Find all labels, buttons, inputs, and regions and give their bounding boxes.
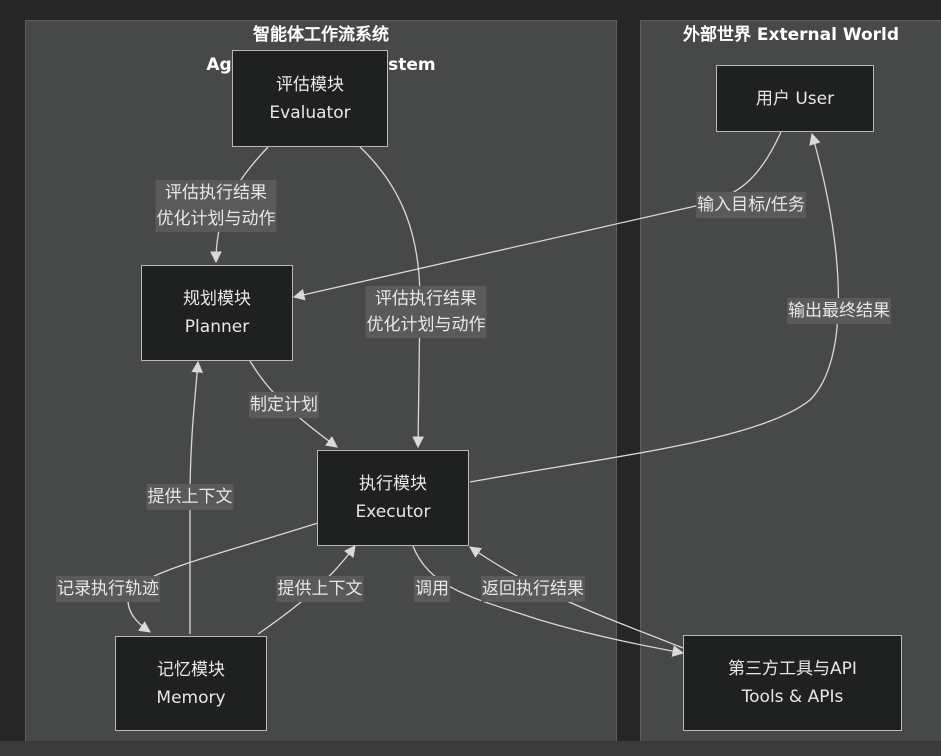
edge-label-evaluator-to-executor-line1: 评估执行结果: [375, 289, 477, 309]
edge-label-tools-to-executor: 返回执行结果: [481, 576, 585, 602]
user-label: 用户 User: [755, 88, 835, 109]
edge-label-user-to-planner: 输入目标/任务: [696, 192, 806, 218]
memory-node[interactable]: 记忆模块 Memory: [115, 636, 267, 731]
edge-label-memory-to-executor: 提供上下文: [276, 576, 364, 602]
edge-label-executor-to-memory: 记录执行轨迹: [56, 576, 160, 602]
agent-system-title-line1: 智能体工作流系统: [253, 25, 389, 45]
evaluator-en-label: Evaluator: [269, 102, 351, 123]
external-world-title: 外部世界 External World: [682, 25, 900, 45]
edge-label-planner-to-executor: 制定计划: [249, 392, 319, 418]
edge-label-executor-to-user: 输出最终结果: [787, 298, 891, 324]
edge-label-evaluator-to-planner: 评估执行结果 优化计划与动作: [155, 180, 277, 232]
edge-label-evaluator-to-planner-line1: 评估执行结果: [165, 183, 267, 203]
edge-tools-to-executor: [469, 546, 684, 649]
evaluator-node[interactable]: 评估模块 Evaluator: [232, 50, 388, 147]
edge-label-evaluator-to-executor: 评估执行结果 优化计划与动作: [365, 286, 487, 338]
tools-zh-label: 第三方工具与API: [728, 659, 857, 679]
planner-node[interactable]: 规划模块 Planner: [141, 265, 293, 361]
tools-en-label: Tools & APIs: [741, 687, 844, 707]
planner-zh-label: 规划模块: [183, 289, 251, 309]
edge-executor-to-user: [469, 132, 839, 483]
executor-zh-label: 执行模块: [359, 474, 427, 494]
evaluator-zh-label: 评估模块: [276, 74, 344, 95]
edge-label-memory-to-planner: 提供上下文: [146, 484, 234, 510]
tools-node[interactable]: 第三方工具与API Tools & APIs: [683, 635, 902, 731]
user-node[interactable]: 用户 User: [716, 65, 874, 132]
edge-label-executor-to-tools: 调用: [414, 576, 450, 602]
memory-en-label: Memory: [156, 687, 226, 708]
executor-en-label: Executor: [355, 502, 431, 522]
edge-label-evaluator-to-planner-line2: 优化计划与动作: [156, 209, 276, 229]
executor-node[interactable]: 执行模块 Executor: [317, 450, 469, 546]
planner-en-label: Planner: [184, 317, 250, 337]
memory-zh-label: 记忆模块: [157, 659, 225, 680]
bottom-strip: [0, 741, 941, 756]
edge-label-evaluator-to-executor-line2: 优化计划与动作: [366, 315, 486, 335]
